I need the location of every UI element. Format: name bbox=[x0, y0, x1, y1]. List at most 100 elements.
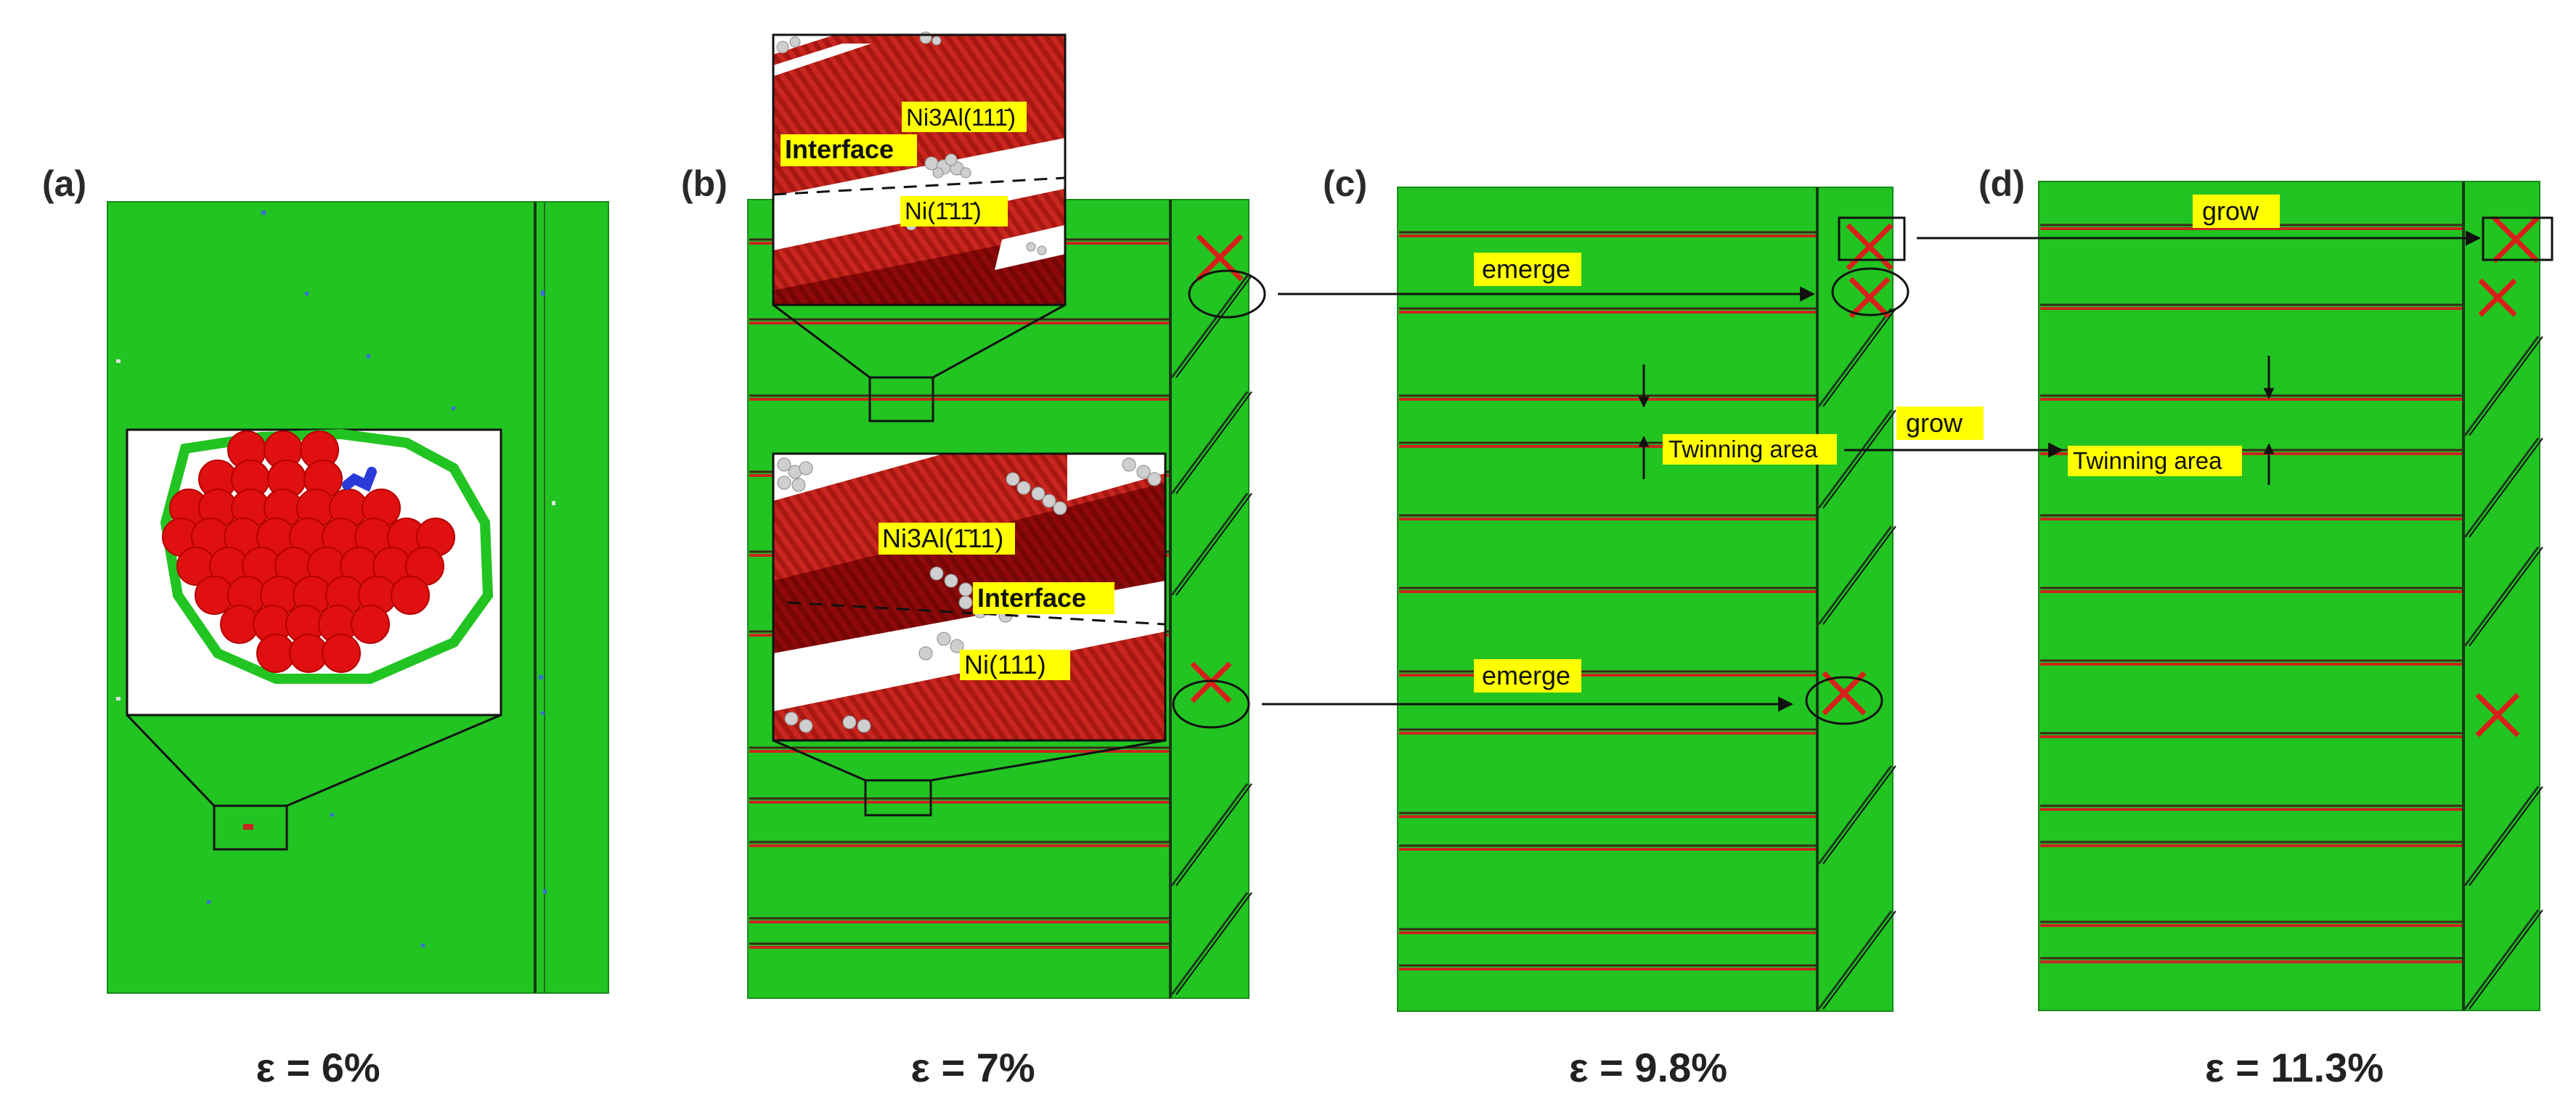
twin-line bbox=[2463, 785, 2540, 886]
connector-arrows: grow bbox=[1262, 230, 2482, 712]
panel-a-defects bbox=[116, 211, 555, 947]
twin-line bbox=[1175, 493, 1252, 596]
twin-line bbox=[2469, 438, 2543, 538]
gray-atom bbox=[918, 646, 933, 661]
panel-c-box-top bbox=[1838, 216, 1906, 261]
red-atoms bbox=[162, 430, 455, 673]
label-interface-bottom: Interface bbox=[977, 583, 1086, 613]
twin-line bbox=[1175, 391, 1252, 494]
label-emerge-top: emerge bbox=[1482, 254, 1570, 284]
twin-nucleus bbox=[2492, 216, 2540, 264]
twin-line bbox=[1170, 783, 1249, 886]
gray-atom bbox=[799, 461, 813, 475]
gray-atom bbox=[784, 711, 799, 726]
label-emerge-bottom: emerge bbox=[1482, 661, 1570, 690]
twin-line bbox=[2463, 335, 2540, 436]
panel-d-strain: ε = 11.3% bbox=[2205, 1045, 2384, 1090]
twin-line bbox=[2463, 909, 2540, 1010]
panel-d-label: (d) bbox=[1978, 163, 2025, 204]
label-twinning-c: Twinning area bbox=[1668, 436, 1818, 462]
twin-line bbox=[1817, 765, 1893, 865]
twin-nucleus bbox=[1196, 234, 1244, 282]
gray-atom bbox=[1006, 472, 1020, 486]
panel-d-box-top bbox=[2482, 216, 2553, 261]
gray-atom bbox=[958, 582, 973, 597]
twin-line bbox=[2469, 786, 2543, 886]
atom bbox=[322, 634, 361, 673]
gray-atom bbox=[1031, 486, 1046, 501]
twin-line bbox=[1175, 783, 1252, 886]
dislocation-loop bbox=[160, 428, 494, 684]
gray-atom bbox=[777, 475, 791, 490]
panel-b: (b) Ni3Al(111̄) bbox=[681, 31, 1266, 1090]
label-ni3al-bottom: Ni3Al(1̄11) bbox=[882, 523, 1003, 553]
panel-a-zoom-box bbox=[213, 804, 288, 851]
gray-atom bbox=[958, 595, 973, 610]
twin-line bbox=[2463, 546, 2540, 647]
twin-line bbox=[1822, 765, 1896, 865]
panel-d-stacking-faults bbox=[2040, 224, 2462, 963]
twin-line bbox=[1817, 910, 1893, 1010]
gray-atom bbox=[799, 719, 813, 733]
twin-line bbox=[2469, 336, 2543, 436]
twin-line bbox=[1822, 409, 1896, 509]
label-grow-middle: grow bbox=[1906, 408, 1963, 438]
gray-atom bbox=[1122, 457, 1136, 472]
panel-c-simulation bbox=[1397, 187, 1894, 1012]
twin-line bbox=[1822, 526, 1896, 625]
panel-c-strain: ε = 9.8% bbox=[1569, 1045, 1727, 1090]
panel-c: (c) emerge emerge Twinning area ε = 9.8% bbox=[1323, 163, 1909, 1090]
gray-atom bbox=[1053, 501, 1067, 515]
label-grow-top: grow bbox=[2202, 196, 2259, 226]
panel-b-top-inset: Ni3Al(111̄) Interface Ni(1̄11̄) bbox=[772, 31, 1067, 306]
label-ni-bottom: Ni(111) bbox=[964, 650, 1046, 679]
twin-line bbox=[1170, 391, 1249, 494]
panel-a: (a) ε = 6% bbox=[42, 163, 609, 1090]
twin-line bbox=[1817, 409, 1893, 509]
panel-d-diagonal-twins bbox=[2463, 216, 2543, 1010]
panel-d: (d) grow Twinning area ε = 11.3% bbox=[1978, 163, 2553, 1090]
label-ni-top: Ni(1̄11̄) bbox=[905, 197, 982, 224]
panel-a-strain: ε = 6% bbox=[256, 1045, 380, 1090]
panel-b-bottom-inset: Ni3Al(1̄11) Interface Ni(111) bbox=[772, 452, 1167, 742]
twin-nucleus bbox=[2478, 278, 2517, 317]
panel-b-diagonal-twins bbox=[1170, 234, 1252, 995]
gray-atom bbox=[1136, 465, 1151, 479]
gray-atom bbox=[929, 566, 944, 581]
atom bbox=[391, 576, 430, 615]
gray-atom bbox=[857, 719, 871, 733]
gray-atom bbox=[1042, 494, 1056, 508]
panel-a-label: (a) bbox=[42, 163, 86, 204]
gray-atom bbox=[944, 573, 958, 588]
atom bbox=[351, 605, 390, 644]
panel-c-ellipse-bottom bbox=[1805, 676, 1883, 725]
twin-line bbox=[1175, 892, 1252, 995]
label-ni3al-top: Ni3Al(111̄) bbox=[906, 104, 1016, 131]
twin-line bbox=[1817, 526, 1893, 625]
panel-b-ellipse-top bbox=[1188, 269, 1266, 319]
panel-a-inset bbox=[126, 428, 502, 716]
twin-nucleus bbox=[1849, 277, 1891, 319]
panel-d-simulation bbox=[2038, 181, 2540, 1011]
panel-c-stacking-faults bbox=[1399, 231, 1816, 971]
twin-line bbox=[2463, 437, 2540, 538]
panel-b-ellipse-bottom bbox=[1172, 679, 1250, 729]
twin-line bbox=[1170, 274, 1249, 378]
twin-nucleus bbox=[2475, 693, 2520, 738]
twin-line bbox=[1170, 492, 1249, 596]
twin-line bbox=[2469, 910, 2543, 1010]
blue-segment bbox=[342, 467, 377, 492]
gray-atom bbox=[842, 715, 857, 730]
gray-atom bbox=[791, 478, 806, 492]
twin-line bbox=[1817, 308, 1893, 407]
twin-line bbox=[1822, 308, 1896, 407]
twin-nucleus bbox=[1190, 661, 1232, 703]
panel-c-diagonal-twins bbox=[1817, 223, 1896, 1010]
panel-c-label: (c) bbox=[1323, 163, 1367, 204]
twin-line bbox=[2469, 547, 2543, 647]
panel-b-strain: ε = 7% bbox=[910, 1045, 1035, 1090]
twin-line bbox=[1170, 891, 1249, 995]
twin-nucleus bbox=[1846, 223, 1894, 271]
gray-atom bbox=[937, 632, 951, 646]
